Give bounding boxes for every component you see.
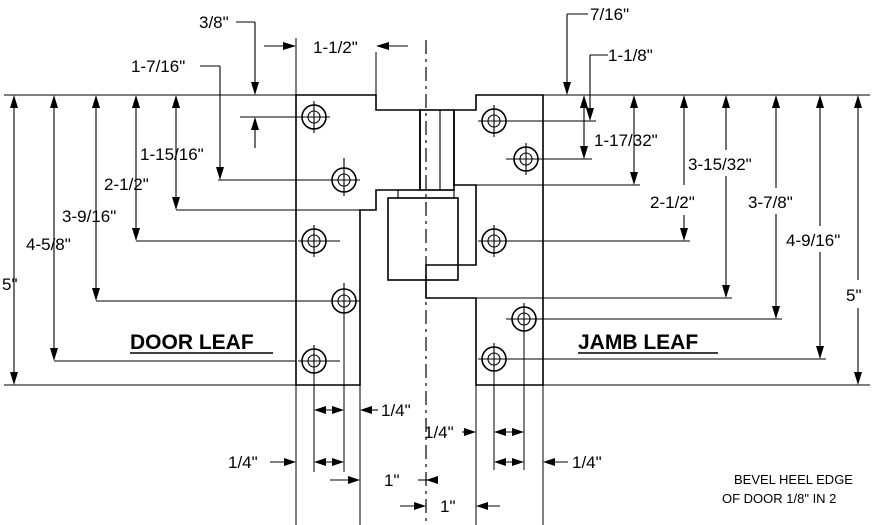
jamb-screw-hole-4 — [506, 303, 542, 335]
dim-2-1-2-right — [510, 95, 690, 242]
dim-label-1-b: 1" — [440, 497, 456, 516]
dim-label-1-15-16: 1-15/16" — [140, 145, 204, 164]
jamb-screw-hole-2 — [506, 143, 542, 175]
door-screw-hole-5 — [298, 345, 340, 377]
dim-label-3-8: 3/8" — [199, 13, 229, 32]
jamb-leaf-label: JAMB LEAF — [578, 331, 698, 354]
dim-label-3-7-8: 3-7/8" — [748, 193, 793, 212]
dim-label-1-a: 1" — [384, 471, 400, 490]
door-leaf-outline — [295, 94, 421, 386]
dim-1-17-32 — [542, 95, 592, 160]
door-screw-hole-4 — [328, 283, 360, 319]
dim-1-inch-a — [330, 476, 438, 484]
jamb-screw-hole-3 — [478, 225, 510, 257]
dim-1-7-16 — [200, 65, 330, 181]
upper-knuckle — [419, 109, 455, 191]
dim-1-4-jamb-top — [462, 335, 525, 440]
dim-5-left — [10, 95, 18, 385]
jamb-leaf-outline — [425, 94, 544, 386]
dim-label-7-16: 7/16" — [590, 5, 629, 24]
bevel-note-line-1: BEVEL HEEL EDGE — [734, 472, 853, 487]
dim-2-1-2-left — [132, 95, 296, 242]
dim-label-2-1-2-left: 2-1/2" — [104, 175, 149, 194]
dim-3-15-32 — [476, 95, 732, 299]
dim-3-8 — [236, 21, 298, 148]
dim-3-7-8 — [542, 95, 782, 320]
bevel-note-line-2: OF DOOR 1/8" IN 2 — [722, 491, 836, 506]
dim-label-1-4-a: 1/4" — [381, 401, 411, 420]
dim-1-17-32-b — [454, 95, 640, 186]
dim-label-5-left: 5" — [2, 275, 18, 294]
door-screw-hole-3 — [298, 225, 340, 257]
dim-label-2-1-2-right: 2-1/2" — [650, 193, 695, 212]
dim-label-1-1-2: 1-1/2" — [313, 38, 358, 57]
dim-label-5-right: 5" — [846, 286, 862, 305]
dim-label-4-5-8: 4-5/8" — [26, 235, 71, 254]
dim-1-15-16 — [172, 95, 360, 211]
dim-label-1-7-16: 1-7/16" — [131, 57, 185, 76]
dim-label-1-4-c: 1/4" — [228, 453, 258, 472]
dim-3-9-16 — [92, 95, 330, 302]
jamb-screw-hole-1 — [478, 105, 510, 137]
lower-knuckle — [387, 197, 459, 281]
door-leaf-label: DOOR LEAF — [130, 331, 254, 354]
dim-label-1-4-b: 1/4" — [424, 423, 454, 442]
knuckle-band — [397, 189, 455, 199]
jamb-screw-hole-5 — [478, 343, 510, 375]
dim-4-9-16 — [510, 95, 826, 360]
dim-1-1-2 — [264, 38, 408, 95]
dim-label-1-1-8: 1-1/8" — [608, 46, 653, 65]
dim-1-inch-b — [400, 502, 500, 510]
dim-label-3-9-16: 3-9/16" — [62, 207, 116, 226]
dim-label-1-17-32: 1-17/32" — [594, 131, 658, 150]
dim-7-16 — [563, 13, 588, 95]
dim-5-right — [854, 95, 862, 385]
dim-1-4-jamb-bottom — [493, 440, 568, 470]
dim-4-5-8 — [50, 95, 296, 362]
dim-label-4-9-16: 4-9/16" — [786, 231, 840, 250]
door-screw-hole-2 — [328, 158, 360, 196]
dim-label-3-15-32: 3-15/32" — [688, 155, 752, 174]
door-screw-hole-1 — [298, 101, 330, 133]
dim-label-1-4-d: 1/4" — [572, 453, 602, 472]
dim-1-4-door-bottom — [270, 418, 345, 472]
dim-1-1-8 — [510, 54, 608, 122]
dim-1-4-door-top — [313, 319, 378, 418]
